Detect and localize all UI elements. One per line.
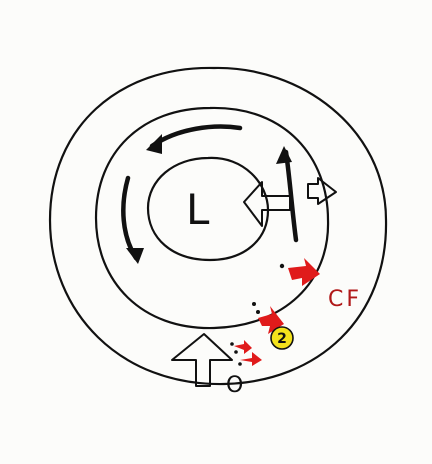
trail-dot bbox=[252, 302, 256, 306]
middle-isobar bbox=[94, 106, 330, 330]
block-arrows bbox=[171, 177, 337, 387]
front-arrow-large bbox=[288, 258, 320, 286]
circulation-arrowhead-top bbox=[146, 134, 162, 154]
low-pressure-label: L bbox=[186, 185, 210, 234]
circulation-arrowhead-left bbox=[126, 248, 144, 264]
inflow-block-arrow-icon bbox=[243, 181, 291, 227]
outer-isobar bbox=[48, 66, 388, 386]
origin-label: O bbox=[226, 373, 243, 398]
northward-block-arrow-icon bbox=[171, 333, 233, 387]
front-arrow-middle bbox=[258, 306, 284, 334]
cold-front-arrows bbox=[234, 258, 320, 366]
station-point-marker bbox=[270, 326, 294, 350]
trail-dot bbox=[234, 350, 238, 354]
isobars bbox=[48, 66, 388, 386]
circulation-arrow-left bbox=[121, 175, 139, 261]
outflow-block-arrow-icon bbox=[307, 177, 337, 205]
circulation-arrows bbox=[121, 124, 299, 264]
front-arrow-small-2 bbox=[240, 352, 262, 366]
trail-dot bbox=[256, 310, 260, 314]
station-point-label: 2 bbox=[277, 331, 287, 347]
trail-dot bbox=[238, 362, 242, 366]
station-point-2: 2 bbox=[270, 326, 294, 350]
trail-dot bbox=[279, 263, 285, 269]
trail-dots bbox=[230, 263, 285, 366]
trail-dot bbox=[230, 342, 234, 346]
circulation-arrow-top bbox=[149, 124, 243, 149]
circulation-arrowhead-right bbox=[276, 146, 292, 164]
cold-front-label: CF bbox=[328, 287, 362, 312]
front-arrow-small-1 bbox=[234, 340, 252, 354]
